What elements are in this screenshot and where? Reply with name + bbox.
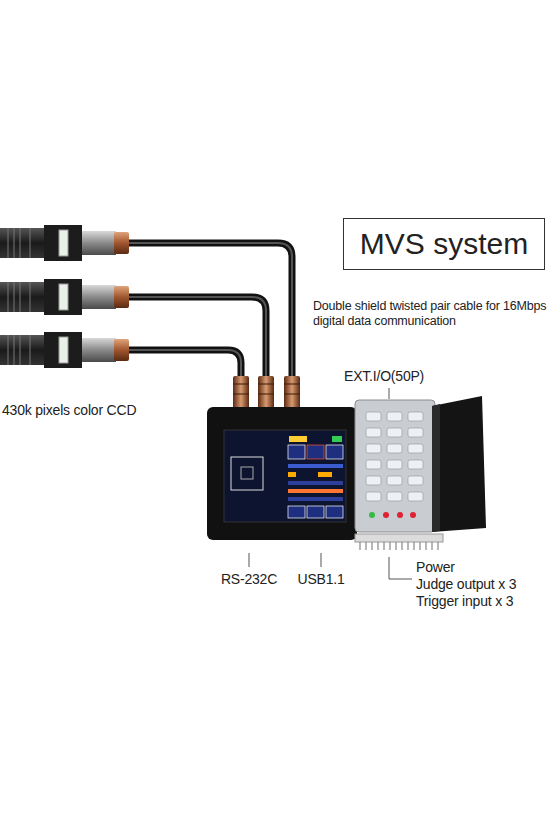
title-box: MVS system	[343, 218, 545, 270]
screen-menu	[288, 436, 343, 518]
io-label: Judge output x 3	[416, 576, 516, 593]
leader-lines	[249, 388, 412, 579]
io-label: Trigger input x 3	[416, 593, 513, 610]
title: MVS system	[360, 227, 528, 261]
connector-label: EXT.I/O(50P)	[344, 368, 424, 385]
cable-note: Double shield twisted pair cable for 16M…	[313, 299, 556, 329]
io-label: Power	[416, 559, 455, 576]
port-label: USB1.1	[297, 571, 344, 588]
camera-cables	[128, 243, 292, 378]
controller-unit	[207, 396, 486, 550]
cable-connectors	[233, 376, 300, 410]
camera-label: 430k pixels color CCD	[2, 402, 136, 419]
port-label: RS-232C	[221, 571, 277, 588]
ccd-cameras	[0, 225, 129, 368]
